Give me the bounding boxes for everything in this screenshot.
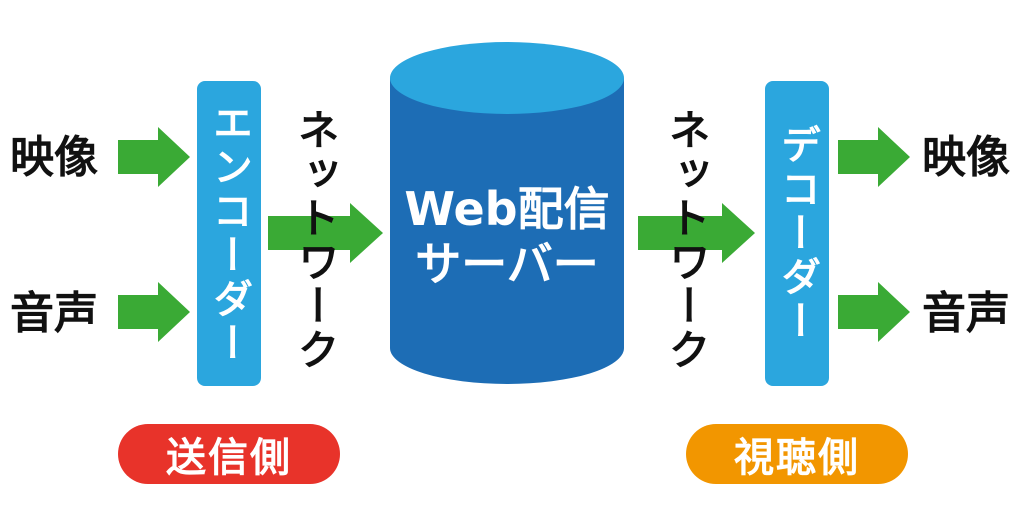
encoder-label: エンコーダー [206, 101, 252, 366]
network-left-label: ネットワーク [291, 108, 340, 372]
decoder-label: デコーダー [774, 123, 820, 344]
arrow-video-to-encoder [118, 127, 190, 187]
decoder-box: デコーダー [765, 81, 829, 386]
arrow-encoder-to-server [268, 203, 383, 263]
output-video-label: 映像 [922, 132, 1010, 183]
server-cylinder [390, 42, 624, 384]
arrow-server-to-decoder [638, 203, 755, 263]
arrow-decoder-video [838, 127, 910, 187]
viewer-badge: 視聴側 [686, 424, 908, 484]
arrow-decoder-audio [838, 282, 910, 342]
input-audio-label: 音声 [10, 288, 98, 339]
encoder-box: エンコーダー [197, 81, 261, 386]
network-right: ネットワーク [656, 108, 716, 378]
network-left: ネットワーク [285, 108, 345, 378]
server-label-line1: Web配信 [404, 182, 610, 236]
arrow-audio-to-encoder [118, 282, 190, 342]
sender-badge: 送信側 [118, 424, 340, 484]
server-label: Web配信 サーバー [390, 182, 624, 292]
server-label-line2: サーバー [415, 237, 599, 292]
output-audio-label: 音声 [922, 288, 1010, 339]
network-right-label: ネットワーク [662, 108, 711, 372]
input-video-label: 映像 [10, 132, 98, 183]
